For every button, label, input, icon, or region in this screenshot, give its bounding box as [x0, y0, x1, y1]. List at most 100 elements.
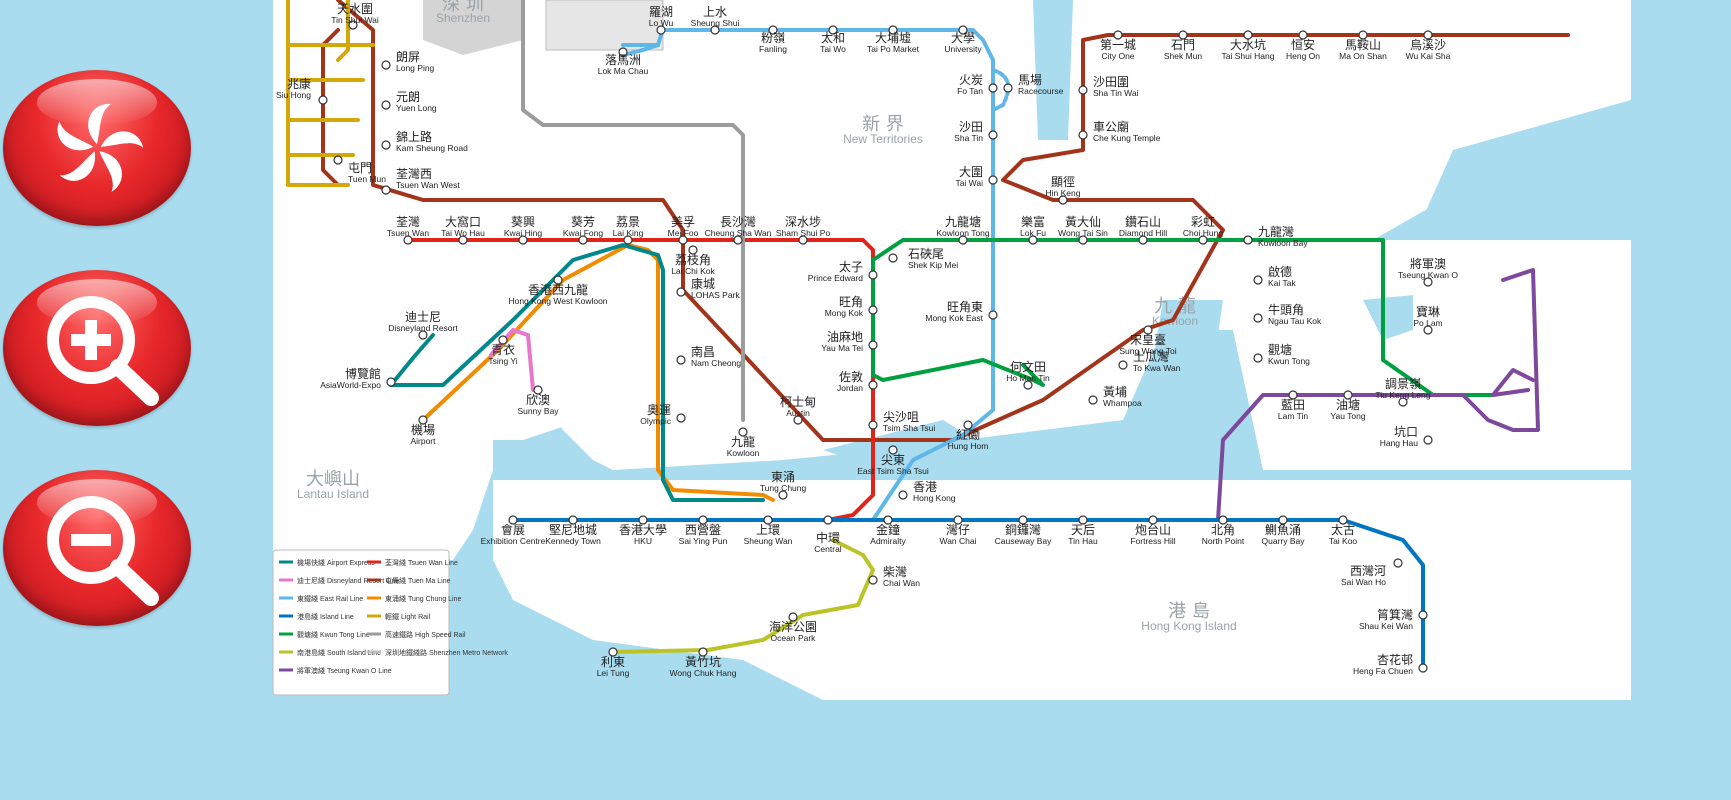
station-marker[interactable]	[1423, 30, 1433, 40]
station-marker[interactable]	[1343, 390, 1353, 400]
station-marker[interactable]	[988, 310, 998, 320]
station-marker[interactable]	[1118, 360, 1128, 370]
station-marker[interactable]	[553, 275, 563, 285]
station-marker[interactable]	[868, 575, 878, 585]
station-marker[interactable]	[1058, 195, 1068, 205]
station-marker[interactable]	[828, 25, 838, 35]
station-marker[interactable]	[888, 253, 898, 263]
station-marker[interactable]	[1278, 515, 1288, 525]
station-marker[interactable]	[1253, 313, 1263, 323]
station-marker[interactable]	[868, 270, 878, 280]
station-marker[interactable]	[888, 445, 898, 455]
station-marker[interactable]	[1078, 235, 1088, 245]
station-marker[interactable]	[738, 427, 748, 437]
station-marker[interactable]	[458, 235, 468, 245]
station-marker[interactable]	[868, 305, 878, 315]
station-marker[interactable]	[386, 377, 396, 387]
station-marker[interactable]	[883, 515, 893, 525]
station-marker[interactable]	[1243, 235, 1253, 245]
station-marker[interactable]	[578, 235, 588, 245]
station-marker[interactable]	[763, 515, 773, 525]
station-marker[interactable]	[868, 380, 878, 390]
mtr-map-canvas[interactable]: 深 圳 Shenzhen 新 界 New Territories 九 龍 Kow…	[263, 0, 1631, 700]
station-marker[interactable]	[1143, 325, 1153, 335]
station-marker[interactable]	[1358, 30, 1368, 40]
station-marker[interactable]	[1078, 130, 1088, 140]
station-marker[interactable]	[348, 20, 358, 30]
station-marker[interactable]	[1003, 83, 1013, 93]
zoom-in-button[interactable]	[3, 270, 191, 426]
station-marker[interactable]	[958, 235, 968, 245]
station-marker[interactable]	[318, 95, 328, 105]
station-marker[interactable]	[898, 490, 908, 500]
station-marker[interactable]	[793, 415, 803, 425]
station-marker[interactable]	[1138, 235, 1148, 245]
station-marker[interactable]	[638, 515, 648, 525]
station-marker[interactable]	[768, 25, 778, 35]
station-marker[interactable]	[1018, 515, 1028, 525]
station-marker[interactable]	[1393, 558, 1403, 568]
station-marker[interactable]	[1253, 353, 1263, 363]
station-marker[interactable]	[1423, 325, 1433, 335]
station-marker[interactable]	[1423, 277, 1433, 287]
station-marker[interactable]	[698, 515, 708, 525]
station-marker[interactable]	[1028, 235, 1038, 245]
station-marker[interactable]	[1423, 435, 1433, 445]
station-marker[interactable]	[678, 235, 688, 245]
station-marker[interactable]	[418, 415, 428, 425]
station-marker[interactable]	[403, 235, 413, 245]
station-marker[interactable]	[688, 245, 698, 255]
station-marker[interactable]	[1338, 515, 1348, 525]
station-marker[interactable]	[618, 47, 628, 57]
station-marker[interactable]	[381, 140, 391, 150]
station-marker[interactable]	[988, 83, 998, 93]
